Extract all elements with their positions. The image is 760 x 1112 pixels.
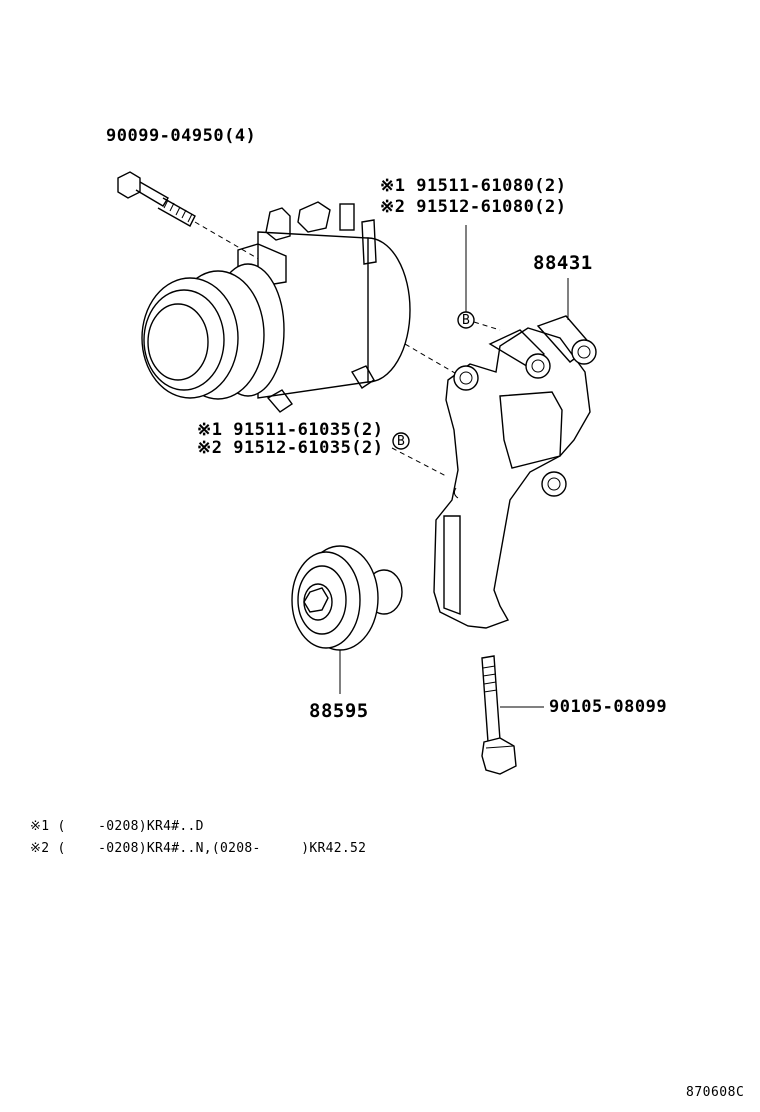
callout-b-mid	[392, 432, 410, 450]
label-callout-b-top: B	[462, 313, 471, 328]
leader-b-mid	[391, 447, 447, 477]
label-bolt-mid-ref2: ※2 91512-61035(2)	[197, 438, 384, 458]
callout-b-top	[457, 311, 475, 329]
footnote-2: ※2 ( -0208)KR4#..N,(0208- )KR42.52	[30, 841, 367, 856]
bracket-drawing[interactable]	[433, 315, 597, 629]
label-idler-pulley: 88595	[309, 700, 369, 722]
label-callout-b-mid: B	[397, 434, 406, 449]
bolt-top-drawing[interactable]	[117, 171, 196, 227]
label-bolt-top-ref2: ※2 91512-61080(2)	[380, 197, 567, 217]
footnote-1: ※1 ( -0208)KR4#..D	[30, 819, 204, 834]
figure-code: 870608C	[686, 1085, 745, 1100]
idler-pulley-drawing[interactable]	[291, 545, 403, 651]
label-bolt-bottom: 90105-08099	[549, 697, 668, 717]
bolt-bottom-drawing[interactable]	[481, 655, 517, 775]
leader-b-top	[473, 321, 501, 331]
label-bolt-top: 90099-04950(4)	[106, 126, 257, 146]
compressor-drawing[interactable]	[141, 201, 411, 413]
label-bracket: 88431	[533, 252, 593, 274]
label-bolt-top-ref1: ※1 91511-61080(2)	[380, 176, 567, 196]
label-bolt-mid-ref1: ※1 91511-61035(2)	[197, 420, 384, 440]
